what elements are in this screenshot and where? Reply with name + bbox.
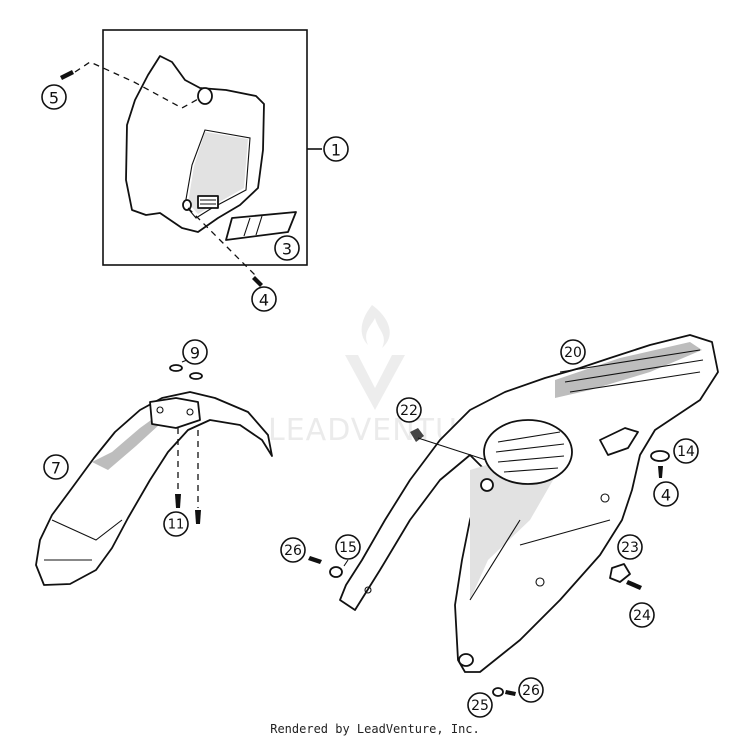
- svg-text:9: 9: [190, 344, 200, 363]
- callout-23: 23: [617, 534, 643, 560]
- callout-4-rear: 4: [653, 481, 679, 507]
- callout-1: 1: [323, 136, 349, 162]
- bolt-11a: [175, 494, 181, 508]
- screw-4b: [658, 466, 663, 478]
- grommet-14: [650, 450, 670, 462]
- rear-fender-opening: [483, 419, 573, 485]
- plate-clip-detail: [200, 199, 216, 205]
- svg-text:1: 1: [331, 141, 341, 160]
- svg-text:3: 3: [282, 240, 292, 259]
- bolt-11b: [195, 510, 201, 524]
- rear-fender-hole-small: [535, 577, 545, 587]
- plate-strap-clip: [197, 195, 219, 209]
- washer-9b: [189, 372, 203, 380]
- leader-15: [343, 559, 349, 567]
- rear-fender-rib: [559, 349, 704, 393]
- rear-fender-mount: [458, 653, 474, 667]
- plate-grommet: [197, 87, 213, 105]
- rear-fender-hole-small: [600, 493, 610, 503]
- washer-25: [492, 687, 504, 697]
- svg-text:4: 4: [661, 486, 671, 505]
- callout-25: 25: [467, 692, 493, 718]
- screw-4a: [252, 276, 263, 287]
- leader-screw-4: [187, 207, 259, 279]
- svg-text:23: 23: [621, 540, 639, 556]
- callout-14: 14: [673, 438, 699, 464]
- leader-22: [417, 437, 487, 461]
- sticker: [225, 211, 297, 241]
- bolt-24: [626, 580, 642, 590]
- washer-9a: [169, 364, 183, 372]
- number-plate-shadow: [188, 132, 248, 214]
- watermark-v-icon: [345, 355, 405, 410]
- bushing-23: [609, 563, 631, 583]
- rear-fender-hole: [480, 478, 494, 492]
- svg-text:4: 4: [259, 291, 269, 310]
- front-fender-group: [35, 357, 273, 586]
- front-fender-edge: [44, 519, 123, 561]
- rear-fender-hole-small: [364, 586, 372, 594]
- callout-3: 3: [274, 235, 300, 261]
- callout-7: 7: [43, 454, 69, 480]
- screw-5: [60, 70, 74, 80]
- svg-text:20: 20: [564, 345, 582, 361]
- svg-text:15: 15: [339, 540, 357, 556]
- rear-fender-opening-ribs: [495, 431, 565, 473]
- callout-5: 5: [41, 84, 67, 110]
- svg-text:7: 7: [51, 459, 61, 478]
- front-fender-mount: [149, 397, 201, 429]
- footer-credit: Rendered by LeadVenture, Inc.: [270, 722, 480, 736]
- svg-text:5: 5: [49, 89, 59, 108]
- number-plate-inner: [184, 129, 251, 219]
- callout-26: 26: [280, 537, 306, 563]
- assembly-box: [102, 29, 308, 266]
- rear-fender-line: [469, 519, 611, 601]
- rear-fender-group: [308, 334, 719, 697]
- callout-15: 15: [335, 534, 361, 560]
- rear-fender-hook: [599, 427, 639, 456]
- nut-15: [329, 566, 343, 578]
- svg-text:14: 14: [677, 444, 695, 460]
- svg-text:26: 26: [284, 543, 302, 559]
- callout-9: 9: [182, 339, 208, 365]
- svg-text:22: 22: [400, 403, 418, 419]
- front-fender-stripe: [92, 410, 165, 470]
- fender-mount-hole: [186, 408, 194, 416]
- callout-24: 24: [629, 602, 655, 628]
- number-plate-group: [60, 29, 322, 287]
- plate-screw-hole: [182, 199, 192, 211]
- callout-22: 22: [396, 397, 422, 423]
- callout-4: 4: [251, 286, 277, 312]
- leader-screw-5: [74, 61, 201, 109]
- svg-text:25: 25: [471, 698, 489, 714]
- screw-26b: [505, 690, 516, 696]
- callout-11: 11: [163, 511, 189, 537]
- sticker-stripes: [243, 215, 263, 237]
- front-fender: [35, 391, 273, 586]
- svg-text:11: 11: [168, 518, 185, 533]
- screw-26a: [308, 556, 322, 564]
- svg-text:26: 26: [522, 683, 540, 699]
- callout-20: 20: [560, 339, 586, 365]
- watermark-flame-icon: [361, 305, 390, 348]
- svg-text:24: 24: [633, 608, 651, 624]
- callout-26-bottom: 26: [518, 677, 544, 703]
- fender-mount-hole: [156, 406, 164, 414]
